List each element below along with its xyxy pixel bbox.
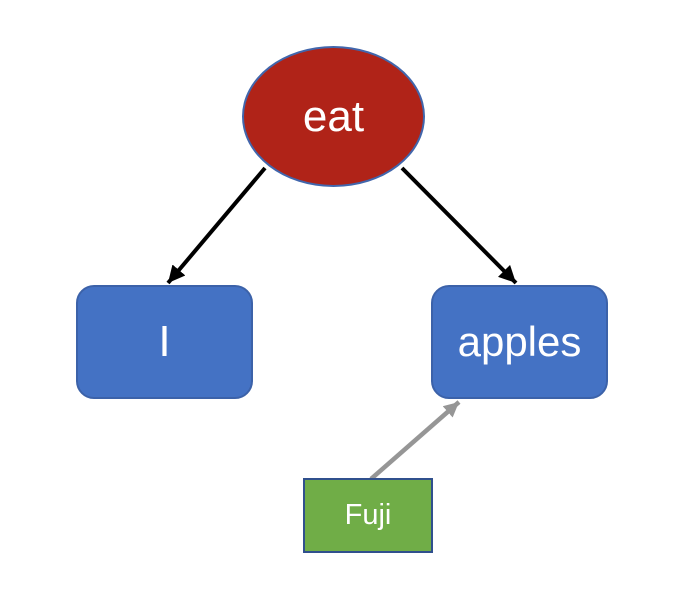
edge-fuji-to-apples-arrow [369, 400, 461, 481]
node-fuji-label: Fuji [344, 499, 392, 531]
node-eat: eat [242, 46, 425, 187]
node-eat-label: eat [302, 91, 365, 141]
node-i: I [76, 285, 253, 399]
node-fuji: Fuji [303, 478, 433, 553]
edge-eat-to-i-arrow [166, 166, 267, 285]
node-i-label: I [158, 317, 171, 366]
node-apples: apples [431, 285, 608, 399]
node-apples-label: apples [457, 318, 582, 365]
edge-eat-to-apples-arrow [400, 166, 518, 285]
